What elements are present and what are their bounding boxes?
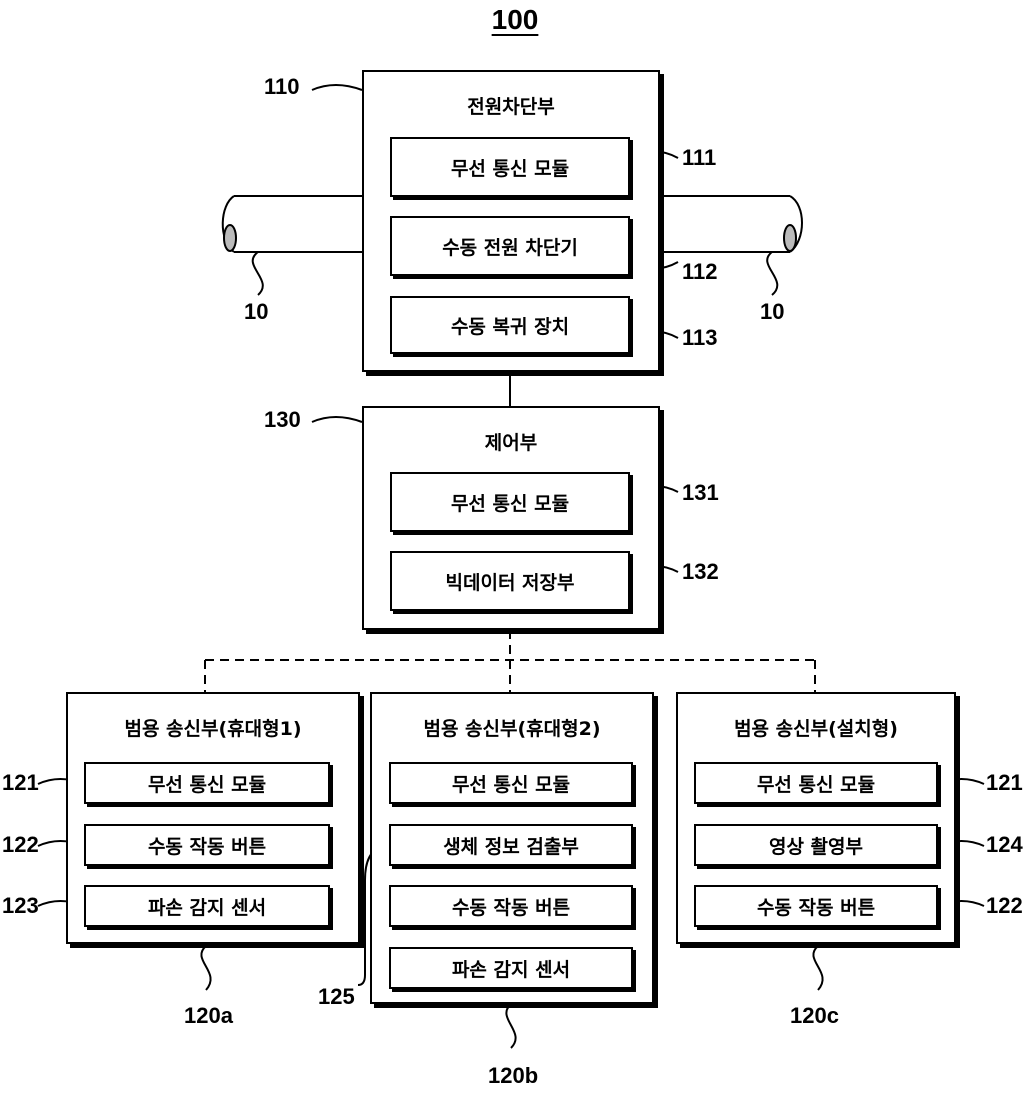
ref-111: 111: [682, 145, 717, 170]
wireless-links: [204, 630, 816, 692]
control-wireless-module: 무선 통신 모듈: [390, 472, 630, 532]
transmitter-c-wireless-module: 무선 통신 모듈: [694, 762, 938, 804]
transmitter-installed-title: 범용 송신부(설치형): [734, 718, 898, 740]
manual-power-breaker: 수동 전원 차단기: [390, 216, 630, 276]
transmitter-a-manual-button: 수동 작동 버튼: [84, 824, 330, 866]
transmitter-b-biometric-detector: 생체 정보 검출부: [389, 824, 633, 866]
ref-125: 125: [318, 984, 355, 1009]
left-power-cable: [221, 195, 362, 253]
ref-cable-left: 10: [244, 299, 269, 324]
transmitter-portable1-title: 범용 송신부(휴대형1): [124, 718, 302, 740]
ref-113: 113: [682, 325, 718, 350]
ref-124: 124: [986, 832, 1023, 857]
transmitter-b-wireless-module: 무선 통신 모듈: [389, 762, 633, 804]
ref-112: 112: [682, 259, 718, 284]
big-data-storage: 빅데이터 저장부: [390, 551, 630, 611]
transmitter-b-damage-sensor: 파손 감지 센서: [389, 947, 633, 989]
ref-122-left: 122: [2, 832, 39, 857]
transmitter-c-video-capture: 영상 촬영부: [694, 824, 938, 866]
ref-123: 123: [2, 893, 39, 918]
figure-number: 100: [491, 4, 539, 35]
transmitter-a-wireless-module: 무선 통신 모듈: [84, 762, 330, 804]
ref-110: 110: [264, 74, 300, 99]
power-cutoff-wireless-module: 무선 통신 모듈: [390, 137, 630, 197]
power-cutoff-title: 전원차단부: [467, 96, 555, 118]
manual-reset-device: 수동 복귀 장치: [390, 296, 630, 354]
transmitter-portable2-title: 범용 송신부(휴대형2): [423, 718, 601, 740]
ref-cable-right: 10: [760, 299, 785, 324]
ref-130: 130: [264, 407, 301, 432]
ref-132: 132: [682, 559, 719, 584]
ref-120a: 120a: [184, 1003, 233, 1028]
ref-120b: 120b: [488, 1063, 539, 1088]
ref-121-left: 121: [2, 770, 39, 795]
transmitter-b-manual-button: 수동 작동 버튼: [389, 885, 633, 927]
transmitter-c-manual-button: 수동 작동 버튼: [694, 885, 938, 927]
ref-121-right: 121: [986, 770, 1023, 795]
ref-122-right: 122: [986, 893, 1023, 918]
right-power-cable: [660, 195, 803, 253]
ref-131: 131: [682, 480, 719, 505]
transmitter-a-damage-sensor: 파손 감지 센서: [84, 885, 330, 927]
control-title: 제어부: [484, 432, 538, 454]
ref-120c: 120c: [790, 1003, 839, 1028]
